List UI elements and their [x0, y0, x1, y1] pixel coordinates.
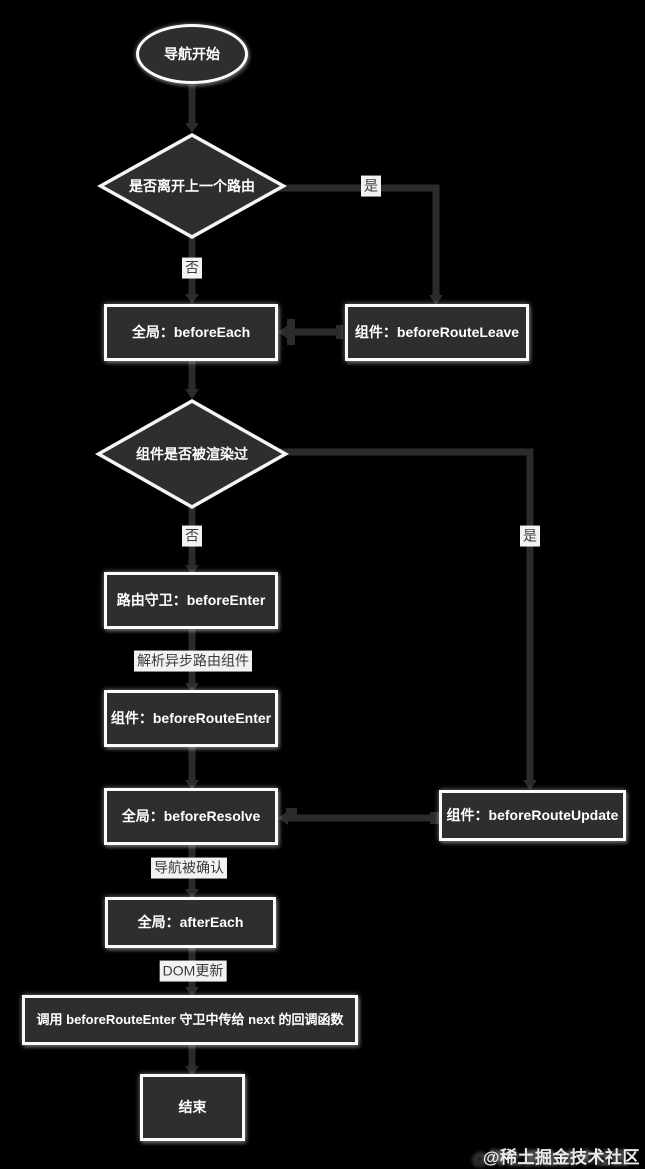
node-before-each: 全局：beforeEach: [104, 304, 278, 361]
edge-label-resolve-async: 解析异步路由组件: [134, 650, 252, 672]
node-before-enter-label: 路由守卫：beforeEnter: [116, 592, 266, 609]
edge-leavecheck-yes: [276, 184, 440, 296]
node-next-callback-label: 调用 beforeRouteEnter 守卫中传给 next 的回调函数: [36, 1011, 344, 1027]
node-start-label: 导航开始: [164, 45, 220, 62]
node-before-route-leave-label: 组件：beforeRouteLeave: [354, 324, 520, 341]
node-rendered-check-label: 组件是否被渲染过: [136, 446, 248, 462]
node-before-enter: 路由守卫：beforeEnter: [104, 572, 278, 629]
node-next-callback: 调用 beforeRouteEnter 守卫中传给 next 的回调函数: [22, 995, 358, 1045]
node-leave-check-label: 是否离开上一个路由: [129, 178, 255, 194]
node-before-route-update: 组件：beforeRouteUpdate: [439, 790, 626, 841]
node-before-each-label: 全局：beforeEach: [131, 324, 251, 341]
node-before-route-update-label: 组件：beforeRouteUpdate: [446, 807, 619, 824]
edge-label-leave-yes: 是: [361, 175, 381, 197]
watermark: @稀土掘金技术社区: [482, 1148, 640, 1167]
edge-label-dom-update: DOM更新: [159, 960, 227, 982]
arrowheads: [185, 123, 537, 1076]
edge-label-rendered-no: 否: [182, 525, 202, 547]
node-before-resolve: 全局：beforeResolve: [104, 788, 278, 845]
node-end-label: 结束: [178, 1099, 207, 1116]
node-after-each: 全局：afterEach: [105, 897, 276, 948]
node-before-route-enter: 组件：beforeRouteEnter: [104, 690, 278, 747]
edge-renderedcheck-yes: [276, 448, 534, 782]
node-end: 结束: [140, 1074, 245, 1141]
node-before-resolve-label: 全局：beforeResolve: [121, 808, 261, 825]
node-before-route-enter-label: 组件：beforeRouteEnter: [110, 710, 272, 727]
edge-label-nav-confirmed: 导航被确认: [151, 857, 227, 879]
node-start: 导航开始: [136, 24, 248, 84]
node-before-route-leave: 组件：beforeRouteLeave: [345, 304, 529, 361]
node-after-each-label: 全局：afterEach: [137, 914, 244, 931]
edge-label-leave-no: 否: [182, 257, 202, 279]
edge-label-rendered-yes: 是: [520, 525, 540, 547]
